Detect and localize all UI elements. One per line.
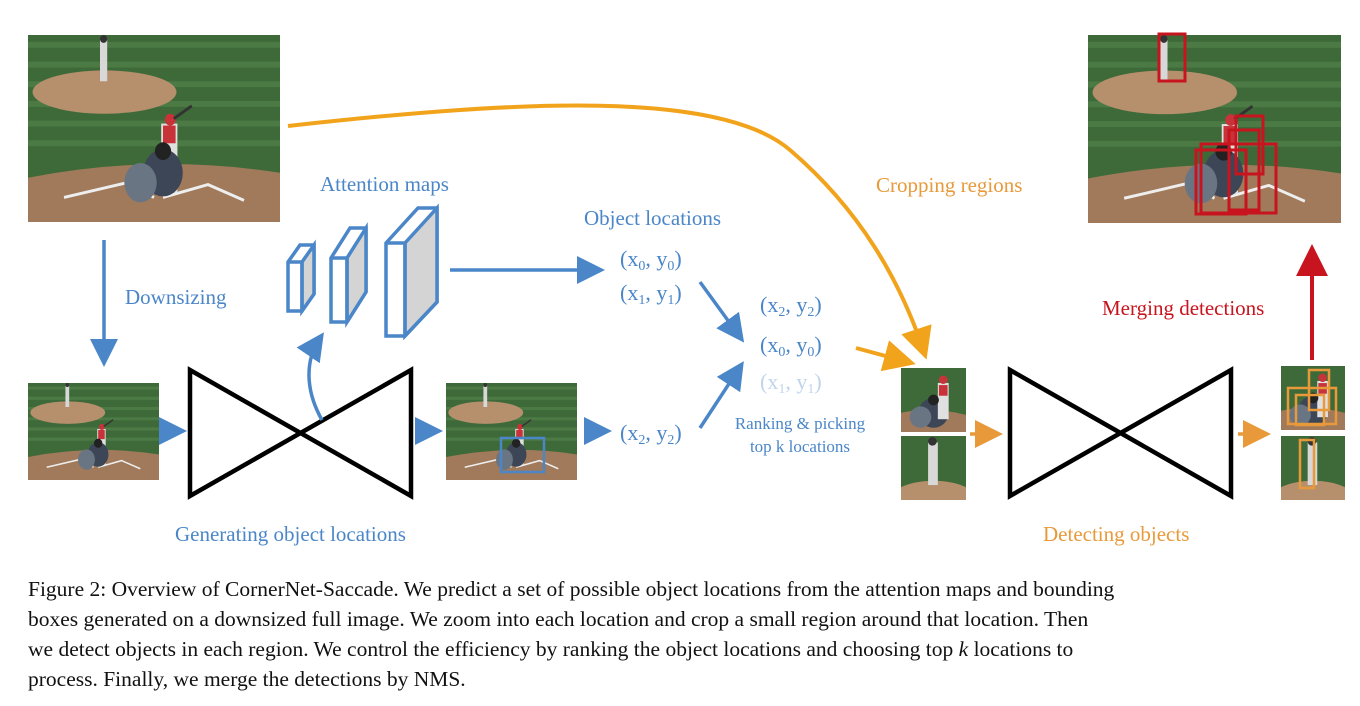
cropped-region-1 xyxy=(901,368,966,432)
figure-caption: Figure 2: Overview of CornerNet-Saccade.… xyxy=(28,574,1332,694)
downsizing-label: Downsizing xyxy=(125,285,227,309)
location-list-2: (x2, y2) xyxy=(620,420,682,448)
downsized-image xyxy=(28,383,159,480)
coordinate-x1-y1: (x1, y1) xyxy=(620,280,682,308)
ranked-coordinate-2: (x0, y0) xyxy=(760,332,822,360)
hourglass-network-1 xyxy=(187,366,414,500)
ranking-label-line2: top k locations xyxy=(750,437,850,456)
ranking-label-line1: Ranking & picking xyxy=(735,414,866,433)
cropping-arrow xyxy=(287,103,932,360)
detection-box xyxy=(499,436,546,474)
attention-maps xyxy=(286,203,439,341)
full-image xyxy=(28,35,280,222)
merge-arrow-bottom xyxy=(698,361,744,429)
attention-arrow xyxy=(296,332,324,421)
caption-line-1: Figure 2: Overview of CornerNet-Saccade.… xyxy=(28,577,1115,601)
detected-crop-boxes xyxy=(1286,368,1338,490)
cropped-region-2 xyxy=(901,436,966,500)
locations-to-crops-arrow xyxy=(855,340,916,372)
caption-line-3: we detect objects in each region. We con… xyxy=(28,634,1332,664)
caption-k: k xyxy=(958,637,969,661)
ranked-coordinate-1: (x2, y2) xyxy=(760,292,822,320)
ranked-coordinate-3-faded: (x1, y1) xyxy=(760,369,822,397)
location-list-1: (x0, y0) (x1, y1) xyxy=(620,246,682,308)
caption-line-3b: locations to xyxy=(968,637,1074,661)
detecting-objects-label: Detecting objects xyxy=(1043,522,1189,546)
hourglass-network-2 xyxy=(1007,366,1234,500)
final-image xyxy=(1088,35,1341,223)
cropping-regions-label: Cropping regions xyxy=(876,173,1022,197)
pipeline-diagram: Downsizing Attention maps Object locatio… xyxy=(28,32,1345,546)
ranked-location-list: (x2, y2) (x0, y0) (x1, y1) xyxy=(760,292,822,397)
generating-object-locations-label: Generating object locations xyxy=(175,522,406,546)
merge-arrow-top xyxy=(698,280,745,343)
caption-line-3a: we detect objects in each region. We con… xyxy=(28,637,959,661)
caption-line-2: boxes generated on a downsized full imag… xyxy=(28,607,1089,631)
final-detection-boxes xyxy=(1157,32,1278,216)
caption-line-4: process. Finally, we merge the detection… xyxy=(28,667,466,691)
object-locations-label: Object locations xyxy=(584,206,721,230)
coordinate-x0-y0: (x0, y0) xyxy=(620,246,682,274)
attention-maps-label: Attention maps xyxy=(320,172,449,196)
merging-detections-label: Merging detections xyxy=(1102,296,1264,320)
coordinate-x2-y2: (x2, y2) xyxy=(620,420,682,448)
detection-image xyxy=(446,383,577,480)
